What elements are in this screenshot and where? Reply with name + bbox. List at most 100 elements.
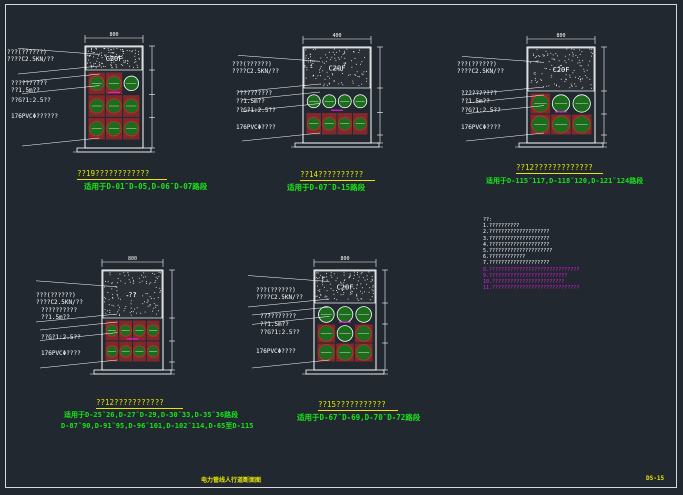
concrete-speckle <box>331 276 333 278</box>
concrete-speckle <box>371 278 373 280</box>
s5-label-cover: ???(??????) <box>256 287 296 294</box>
concrete-speckle <box>90 47 92 49</box>
concrete-speckle <box>311 66 313 68</box>
concrete-speckle <box>157 310 159 312</box>
concrete-speckle <box>572 53 574 55</box>
concrete-speckle <box>546 68 548 69</box>
concrete-speckle <box>572 72 574 74</box>
concrete-speckle <box>145 281 147 283</box>
concrete-speckle <box>316 272 318 274</box>
concrete-speckle <box>304 66 306 68</box>
concrete-speckle <box>340 282 342 284</box>
concrete-speckle <box>113 56 115 58</box>
s3-label-layer: ?????????? <box>461 90 498 97</box>
concrete-speckle <box>120 298 121 300</box>
concrete-speckle <box>104 309 106 311</box>
concrete-speckle <box>569 74 571 76</box>
concrete-speckle <box>144 311 146 313</box>
concrete-speckle <box>132 277 133 279</box>
concrete-speckle <box>558 60 560 62</box>
concrete-speckle <box>104 48 106 50</box>
concrete-speckle <box>583 68 585 70</box>
concrete-speckle <box>347 298 349 300</box>
concrete-speckle <box>129 50 131 52</box>
concrete-speckle <box>342 294 344 295</box>
concrete-speckle <box>136 307 138 309</box>
concrete-speckle <box>100 66 102 68</box>
concrete-speckle <box>124 61 126 63</box>
concrete-speckle <box>349 273 351 275</box>
concrete-speckle <box>130 307 132 309</box>
concrete-speckle <box>550 76 552 78</box>
leader-line <box>241 91 321 101</box>
concrete-speckle <box>124 308 126 309</box>
concrete-speckle <box>110 57 112 59</box>
concrete-speckle <box>322 279 324 281</box>
s2-label-layer: ?????????? <box>236 90 273 97</box>
concrete-speckle <box>547 54 549 56</box>
concrete-speckle <box>579 65 581 67</box>
concrete-speckle <box>89 62 91 64</box>
concrete-speckle <box>340 294 342 296</box>
concrete-speckle <box>122 53 124 55</box>
concrete-speckle <box>326 290 328 292</box>
note-line: 1.?????????? <box>483 223 520 230</box>
concrete-speckle <box>312 62 314 64</box>
concrete-speckle <box>353 288 355 290</box>
concrete-speckle <box>364 279 366 281</box>
concrete-speckle <box>368 291 370 293</box>
concrete-speckle <box>317 75 319 77</box>
concrete-speckle <box>327 75 329 77</box>
concrete-speckle <box>564 60 566 62</box>
concrete-speckle <box>343 280 345 281</box>
top-dimension-value: 800 <box>128 256 137 262</box>
concrete-speckle <box>339 50 341 52</box>
concrete-speckle <box>104 286 106 288</box>
top-dimension-value: 800 <box>556 33 565 39</box>
concrete-speckle <box>577 56 579 58</box>
concrete-speckle <box>558 69 560 71</box>
concrete-speckle <box>355 74 357 76</box>
concrete-speckle <box>319 69 320 71</box>
concrete-speckle <box>343 274 345 276</box>
leader-line <box>251 306 330 316</box>
concrete-speckle <box>148 283 150 285</box>
concrete-speckle <box>333 273 335 275</box>
concrete-speckle <box>349 293 351 295</box>
concrete-speckle <box>111 67 113 69</box>
concrete-speckle <box>122 50 124 52</box>
concrete-speckle <box>153 302 155 304</box>
concrete-speckle <box>120 280 122 282</box>
concrete-speckle <box>351 66 353 68</box>
concrete-speckle <box>580 80 582 82</box>
concrete-speckle <box>591 87 592 89</box>
concrete-speckle <box>564 69 565 71</box>
concrete-speckle <box>534 72 536 74</box>
concrete-speckle <box>569 87 571 89</box>
concrete-speckle <box>305 77 307 79</box>
concrete-speckle <box>125 306 127 308</box>
concrete-speckle <box>127 272 129 273</box>
concrete-speckle <box>123 310 125 312</box>
concrete-speckle <box>319 290 321 292</box>
concrete-speckle <box>579 62 581 64</box>
concrete-speckle <box>579 79 581 80</box>
concrete-speckle <box>101 57 103 59</box>
concrete-speckle <box>100 52 102 54</box>
concrete-speckle <box>113 48 115 50</box>
concrete-speckle <box>99 65 101 67</box>
concrete-speckle <box>579 49 581 51</box>
concrete-speckle <box>545 50 547 52</box>
concrete-speckle <box>346 48 348 50</box>
concrete-speckle <box>565 79 567 81</box>
concrete-speckle <box>335 51 337 53</box>
concrete-speckle <box>310 56 311 58</box>
s1-label-pipe: 176PVCΦ?????? <box>11 113 58 120</box>
concrete-speckle <box>112 293 114 295</box>
concrete-speckle <box>366 283 368 285</box>
concrete-speckle <box>150 282 152 284</box>
leader-line <box>251 316 330 325</box>
concrete-speckle <box>574 83 576 85</box>
concrete-cover <box>527 47 595 92</box>
